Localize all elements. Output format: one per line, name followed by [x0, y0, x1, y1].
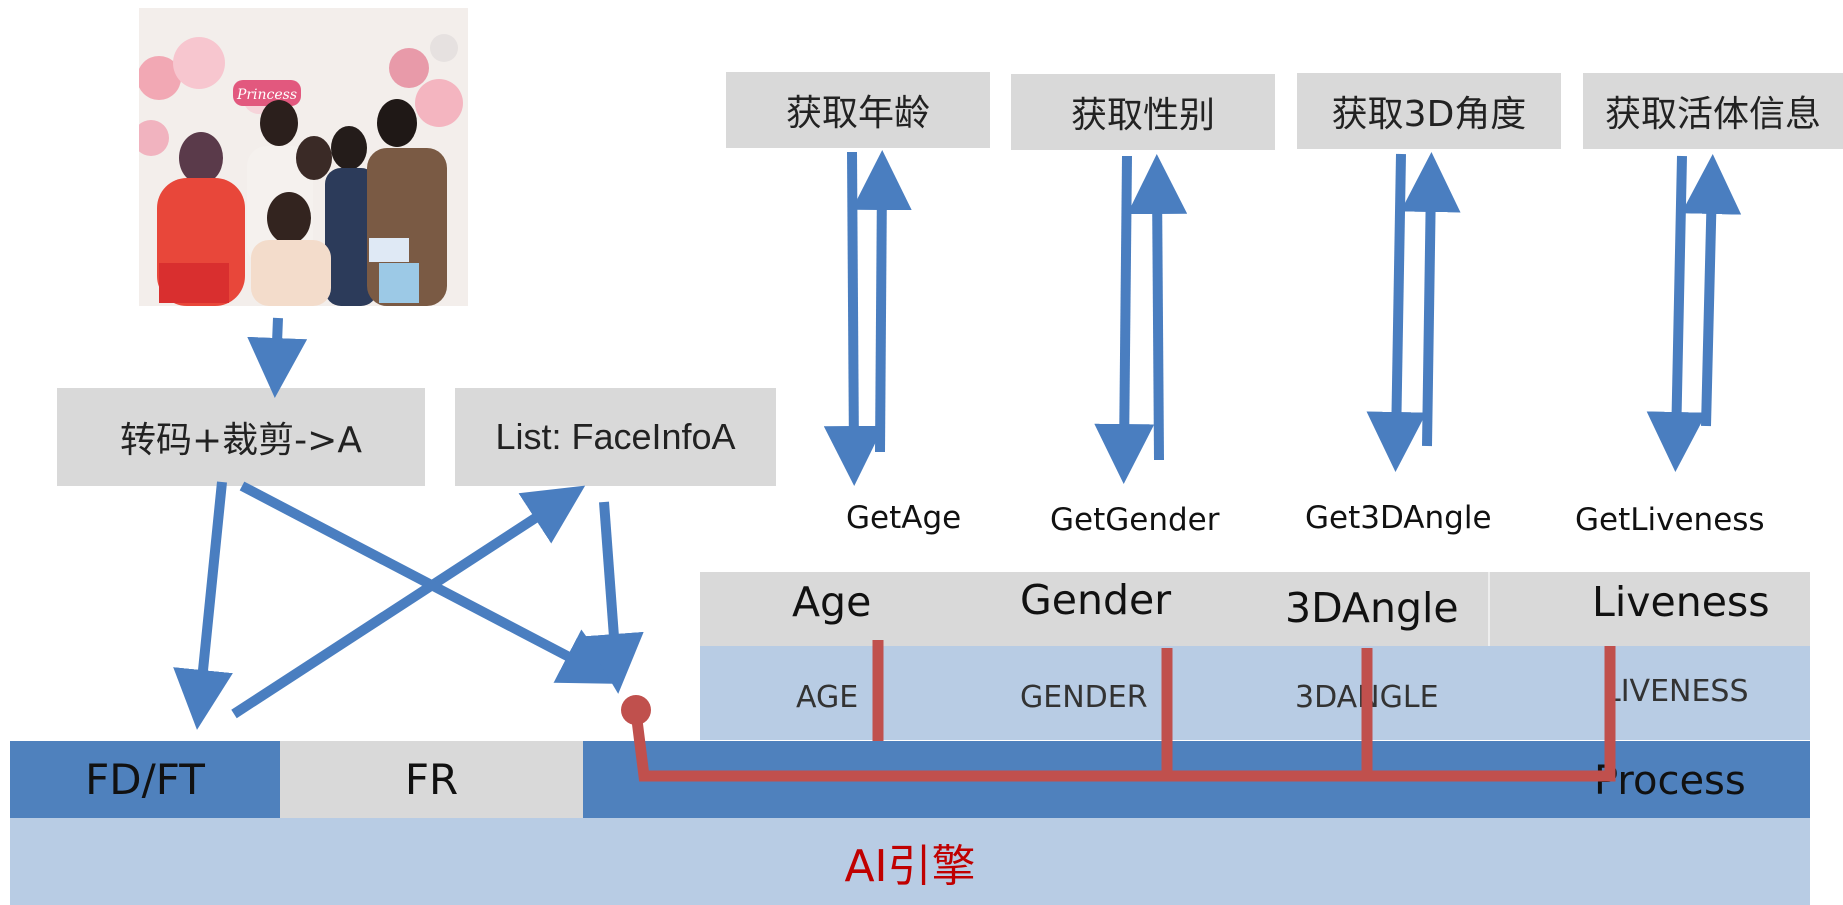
- api-get-liveness: GetLiveness: [1575, 502, 1765, 538]
- arrow-age-up: [851, 150, 912, 453]
- arrow-3d-angle-down: [1366, 153, 1427, 472]
- process-label: Process: [1594, 758, 1746, 804]
- feature-header-divider: [1488, 572, 1490, 646]
- api-get-age: GetAge: [846, 500, 962, 536]
- face-list-box: List: FaceInfoA: [455, 388, 776, 486]
- group-photo: Princess: [139, 8, 468, 306]
- arrow-gender-up: [1127, 154, 1188, 461]
- ai-engine-label: AI引擎: [844, 840, 976, 892]
- ai-engine-block: AI引擎: [10, 818, 1810, 905]
- arrow-liveness-up: [1681, 154, 1742, 427]
- arrow-3d-angle-up: [1400, 152, 1461, 447]
- get-age-box: 获取年龄: [726, 72, 990, 148]
- arrow-gender-down: [1094, 155, 1155, 484]
- get-3d-angle-box: 获取3D角度: [1297, 73, 1561, 149]
- feature-gender: Gender: [1020, 576, 1172, 624]
- get-liveness-box: 获取活体信息: [1583, 73, 1843, 149]
- banner-text: Princess: [236, 87, 297, 103]
- fr-block: FR: [280, 741, 583, 818]
- arrow-age-down: [823, 151, 884, 486]
- get-liveness-box-label: 获取活体信息: [1604, 94, 1821, 135]
- get-age-box-label: 获取年龄: [785, 93, 930, 134]
- feature-3d-angle: 3DAngle: [1285, 584, 1459, 632]
- api-get-3d-angle: Get3DAngle: [1305, 500, 1492, 536]
- sub-gender: GENDER: [1020, 680, 1148, 715]
- transcode-crop-box: 转码+裁剪->A: [57, 388, 425, 486]
- arrow-photo-to-transcode: [247, 317, 308, 398]
- get-3d-angle-box-label: 获取3D角度: [1331, 94, 1527, 135]
- arrow-liveness-down: [1646, 155, 1707, 472]
- fr-label: FR: [404, 755, 459, 804]
- feature-header-band: [700, 572, 1810, 646]
- sub-age: AGE: [796, 680, 859, 715]
- feature-age: Age: [792, 578, 872, 626]
- arrow-fdft-to-facelist: [231, 485, 586, 719]
- arrow-facelist-to-process: [583, 501, 644, 694]
- get-gender-box-label: 获取性别: [1070, 95, 1215, 136]
- transcode-crop-label: 转码+裁剪->A: [120, 420, 362, 461]
- get-gender-box: 获取性别: [1011, 74, 1275, 150]
- sub-3d-angle: 3DANGLE: [1295, 680, 1439, 715]
- feature-liveness: Liveness: [1592, 578, 1770, 626]
- fd-ft-label: FD/FT: [85, 755, 205, 804]
- arrow-transcode-to-fdft: [173, 481, 233, 730]
- arrow-transcode-to-process: [239, 481, 621, 684]
- api-get-gender: GetGender: [1050, 502, 1220, 538]
- red-connector-dot: [621, 695, 651, 725]
- face-list-label: List: FaceInfoA: [495, 416, 736, 457]
- sub-liveness: LIVENESS: [1604, 674, 1749, 709]
- fd-ft-block: FD/FT: [10, 741, 280, 818]
